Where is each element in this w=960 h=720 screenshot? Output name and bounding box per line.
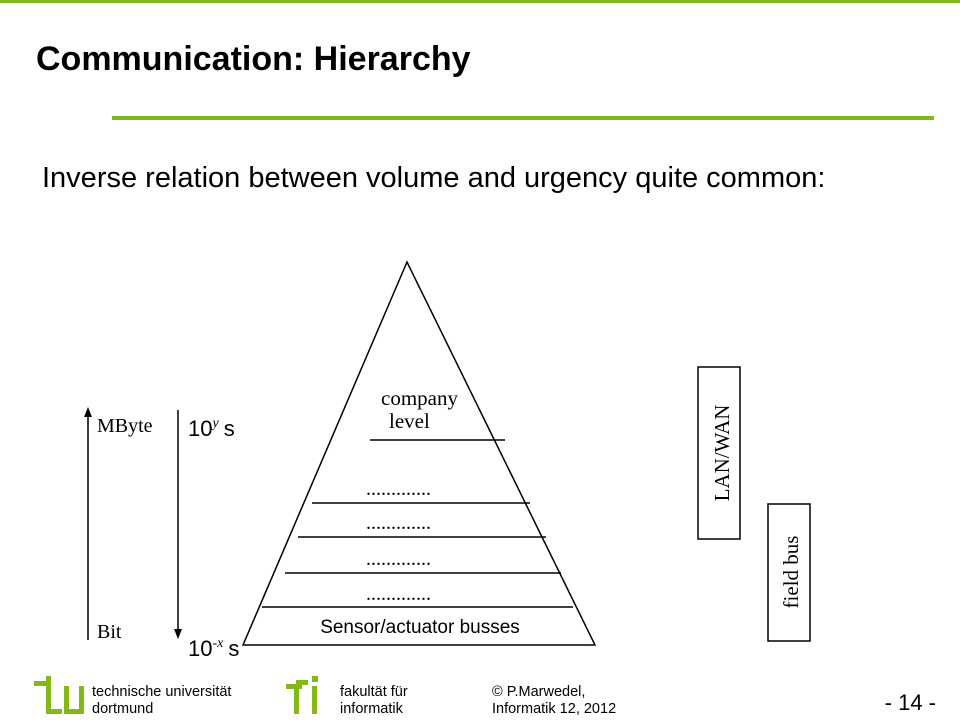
footer-faculty: fakultät für informatik xyxy=(340,684,408,717)
pyramid-top-label-line2: level xyxy=(389,409,430,433)
pyramid-dots-label: ............. xyxy=(366,478,431,500)
footer-university: technische universität dortmund xyxy=(92,684,232,717)
tu-logo-icon xyxy=(34,676,84,714)
page-number: - 14 - xyxy=(884,690,936,715)
volume-top-label: MByte xyxy=(97,415,153,437)
field-bus-box xyxy=(767,503,811,642)
footer-bar xyxy=(34,676,318,714)
field-bus-label: field bus xyxy=(779,536,803,609)
top-accent-rule xyxy=(0,0,960,3)
pyramid-dots-label: ............. xyxy=(366,512,431,534)
title-underline-rule xyxy=(112,116,934,120)
footer-author: © P.Marwedel, Informatik 12, 2012 xyxy=(492,684,617,717)
fi-logo-icon xyxy=(286,676,318,714)
lan-wan-box xyxy=(697,366,741,540)
pyramid-outline xyxy=(241,260,597,646)
slide-subtitle: Inverse relation between volume and urge… xyxy=(42,162,826,194)
pyramid-dots-label: ............. xyxy=(366,583,431,605)
pyramid-dots-label: ............. xyxy=(366,548,431,570)
lan-wan-label: LAN/WAN xyxy=(710,405,734,502)
slide-title: Communication: Hierarchy xyxy=(36,40,471,78)
pyramid-top-label-line1: company xyxy=(381,386,458,410)
volume-bottom-label: Bit xyxy=(97,621,122,643)
pyramid-bottom-label: Sensor/actuator busses xyxy=(320,617,520,638)
